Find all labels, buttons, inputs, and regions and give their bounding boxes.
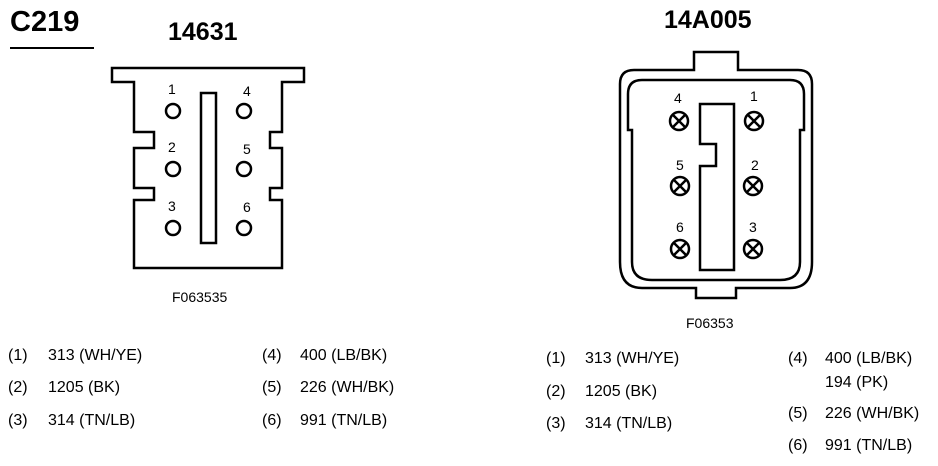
right-wire-3-num: (3) <box>546 415 566 432</box>
right-pin-label-5: 5 <box>676 157 684 173</box>
left-wire-4-circuit: 400 (LB/BK) <box>300 347 388 364</box>
right-wire-6-num: (6) <box>788 437 808 454</box>
left-wire-3-num: (3) <box>8 412 28 429</box>
right-pin-3-socket <box>742 238 764 260</box>
left-pin-6-socket <box>235 219 253 237</box>
right-pin-label-6: 6 <box>676 219 684 235</box>
right-pin-label-1: 1 <box>750 88 758 104</box>
connector-code: C219 <box>10 6 80 38</box>
right-wire-2-num: (2) <box>546 383 566 400</box>
left-wire-5-circuit: 226 (WH/BK) <box>300 379 395 396</box>
left-connector-body <box>110 66 306 270</box>
right-pin-4-socket <box>668 110 690 132</box>
left-wire-6-num: (6) <box>262 412 282 429</box>
left-pin-label-6: 6 <box>243 199 251 215</box>
right-pin-label-3: 3 <box>749 219 757 235</box>
right-connector-inner <box>626 78 806 282</box>
right-wire-5-circuit: 226 (WH/BK) <box>825 405 920 422</box>
left-wire-1-circuit: 313 (WH/YE) <box>48 347 143 364</box>
left-pin-1-socket <box>164 102 182 120</box>
left-pin-label-3: 3 <box>168 198 176 214</box>
left-pin-label-4: 4 <box>243 83 251 99</box>
right-wire-1-circuit: 313 (WH/YE) <box>585 350 680 367</box>
right-figure-code: F06353 <box>686 315 734 331</box>
right-wire-4-num: (4) <box>788 350 808 367</box>
code-underline <box>10 47 94 49</box>
right-center-key <box>698 102 736 272</box>
right-wire-1-num: (1) <box>546 350 566 367</box>
left-center-slot <box>199 91 218 245</box>
left-part-number: 14631 <box>168 18 238 46</box>
right-pin-label-4: 4 <box>674 90 682 106</box>
left-figure-code: F063535 <box>172 289 228 305</box>
left-wire-6-circuit: 991 (TN/LB) <box>300 412 388 429</box>
left-wire-2-circuit: 1205 (BK) <box>48 379 121 396</box>
right-wire-5-num: (5) <box>788 405 808 422</box>
left-pin-2-socket <box>164 160 182 178</box>
right-pin-5-socket <box>669 175 691 197</box>
right-wire-2-circuit: 1205 (BK) <box>585 383 658 400</box>
right-pin-label-2: 2 <box>751 157 759 173</box>
left-pin-4-socket <box>235 102 253 120</box>
left-wire-1-num: (1) <box>8 347 28 364</box>
left-wire-4-num: (4) <box>262 347 282 364</box>
right-pin-1-socket <box>743 110 765 132</box>
right-connector-shell <box>618 50 814 300</box>
right-pin-2-socket <box>742 175 764 197</box>
left-wire-3-circuit: 314 (TN/LB) <box>48 412 136 429</box>
right-wire-4-circuit-2: 194 (PK) <box>825 374 889 391</box>
left-pin-label-1: 1 <box>168 81 176 97</box>
left-wire-5-num: (5) <box>262 379 282 396</box>
left-pin-3-socket <box>164 219 182 237</box>
right-wire-3-circuit: 314 (TN/LB) <box>585 415 673 432</box>
left-wire-2-num: (2) <box>8 379 28 396</box>
right-wire-6-circuit: 991 (TN/LB) <box>825 437 913 454</box>
left-pin-label-2: 2 <box>168 139 176 155</box>
right-pin-6-socket <box>669 238 691 260</box>
right-part-number: 14A005 <box>664 6 752 34</box>
right-wire-4-circuit: 400 (LB/BK) <box>825 350 913 367</box>
left-pin-5-socket <box>235 160 253 178</box>
left-pin-label-5: 5 <box>243 141 251 157</box>
